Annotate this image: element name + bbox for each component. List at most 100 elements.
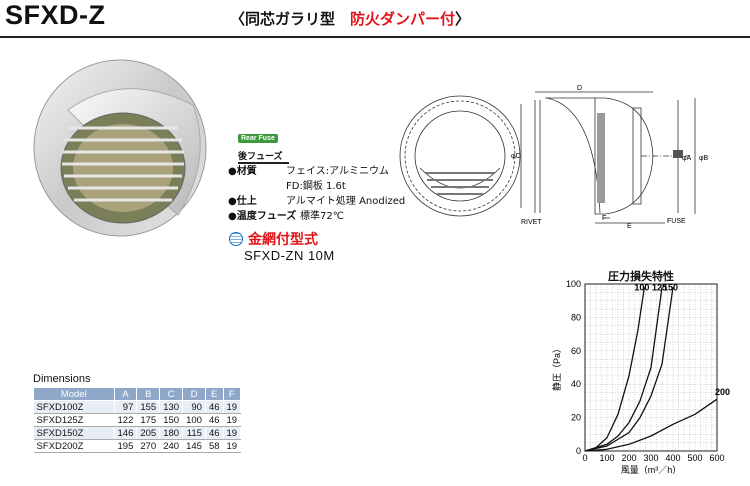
label-D: D xyxy=(577,85,582,92)
table-cell: SFXD100Z xyxy=(33,400,115,414)
table-cell: 205 xyxy=(136,426,161,440)
spec-row: ●仕上 アルマイト処理 Anodized xyxy=(228,194,405,209)
x-tick-label: 500 xyxy=(687,453,702,463)
table-cell: 270 xyxy=(136,439,161,453)
product-photo xyxy=(33,59,207,237)
spec-label: ●材質 xyxy=(228,166,257,177)
column-header: B xyxy=(136,387,161,401)
series-label-125: 125 xyxy=(652,282,667,292)
spec-value: フェイス:アルミニウム xyxy=(286,166,389,177)
spec-row: FD:鋼板 1.6t xyxy=(228,179,405,194)
spec-row: ●温度フューズ標準72℃ xyxy=(228,209,405,224)
label-C: φC xyxy=(511,153,521,160)
model-title: SFXD-Z xyxy=(5,0,106,30)
spec-row: ●材質 フェイス:アルミニウム xyxy=(228,164,405,179)
table-header-row: Model A B C D E F xyxy=(33,387,242,401)
spec-label: ●温度フューズ xyxy=(228,211,297,222)
column-header: D xyxy=(182,387,206,401)
badge-line2: 後フューズ xyxy=(238,149,289,164)
table-cell: 97 xyxy=(114,400,138,414)
technical-drawing: D φC φA φB F E RIVET FUSE xyxy=(399,85,709,230)
mesh-option-part-number: SFXD-ZN 10M xyxy=(244,248,335,263)
column-header: Model xyxy=(33,387,115,401)
series-line-150 xyxy=(584,287,674,452)
y-tick-label: 0 xyxy=(576,446,581,456)
subtitle-fire-damper: 防火ダンパー付 xyxy=(350,10,456,28)
label-A: φA xyxy=(682,155,692,162)
label-rivet: RIVET xyxy=(521,219,542,226)
table-cell: 19 xyxy=(223,426,242,440)
plot-frame xyxy=(584,283,718,452)
y-tick-label: 20 xyxy=(571,413,581,423)
y-tick-label: 100 xyxy=(566,280,581,289)
table-cell: 100 xyxy=(182,413,206,427)
series-line-200 xyxy=(584,398,718,452)
series-line-125 xyxy=(584,287,663,452)
table-cell: 90 xyxy=(182,400,206,414)
column-header: F xyxy=(222,387,242,401)
dimensions-title: Dimensions xyxy=(33,373,91,385)
series-line-100 xyxy=(584,287,646,452)
spec-label: ●仕上 xyxy=(228,196,257,207)
subtitle-prefix: 〈同芯ガラリ型 xyxy=(230,10,351,28)
label-F: F xyxy=(602,215,606,222)
subtitle-suffix: 〉 xyxy=(455,10,471,28)
table-cell: 122 xyxy=(114,413,138,427)
table-cell: SFXD150Z xyxy=(33,426,115,440)
spec-value: FD:鋼板 1.6t xyxy=(286,181,346,192)
spec-value: アルマイト処理 Anodized xyxy=(286,196,406,207)
table-cell: 19 xyxy=(223,413,242,427)
x-axis-label: 風量（m³／h） xyxy=(621,465,682,475)
column-header: E xyxy=(204,387,224,401)
label-fuse: FUSE xyxy=(667,218,686,225)
table-cell: 240 xyxy=(159,439,184,453)
title-divider xyxy=(0,36,750,38)
x-tick-label: 0 xyxy=(582,453,587,463)
spec-label xyxy=(228,179,286,194)
product-subtitle: 〈同芯ガラリ型 防火ダンパー付〉 xyxy=(230,8,470,29)
x-tick-label: 100 xyxy=(599,453,614,463)
rear-fuse-badge: Rear Fuse 後フューズ xyxy=(238,125,296,164)
mesh-option-title: 金網付型式 xyxy=(229,229,318,249)
table-cell: 46 xyxy=(205,413,224,427)
chart-title: 圧力損失特性 xyxy=(608,270,674,283)
spec-list: ●材質 フェイス:アルミニウム FD:鋼板 1.6t ●仕上 アルマイト処理 Ano… xyxy=(228,164,405,224)
table-cell: 145 xyxy=(182,439,206,453)
y-tick-label: 60 xyxy=(571,346,581,356)
table-cell: SFXD200Z xyxy=(33,439,115,453)
label-E: E xyxy=(627,223,632,230)
table-cell: 115 xyxy=(182,426,206,440)
table-cell: SFXD125Z xyxy=(33,413,115,427)
table-cell: 46 xyxy=(205,426,224,440)
series-label-100: 100 xyxy=(634,282,649,292)
series-label-200: 200 xyxy=(715,387,730,397)
y-tick-label: 40 xyxy=(571,379,581,389)
globe-icon xyxy=(229,232,243,246)
x-tick-label: 300 xyxy=(643,453,658,463)
x-tick-label: 600 xyxy=(709,453,724,463)
column-header: C xyxy=(159,387,184,401)
table-cell: 150 xyxy=(159,413,184,427)
table-cell: 195 xyxy=(114,439,138,453)
spec-value: 標準72℃ xyxy=(300,211,344,222)
table-cell: 180 xyxy=(159,426,184,440)
table-cell: 58 xyxy=(205,439,224,453)
badge-line1: Rear Fuse xyxy=(238,134,278,143)
table-cell: 175 xyxy=(136,413,161,427)
x-tick-label: 200 xyxy=(621,453,636,463)
table-cell: 155 xyxy=(136,400,161,414)
y-tick-label: 80 xyxy=(571,312,581,322)
y-axis-label: 静圧（Pa） xyxy=(551,344,562,391)
column-header: A xyxy=(113,387,138,401)
series-label-150: 150 xyxy=(663,282,678,292)
table-cell: 146 xyxy=(114,426,138,440)
mesh-option-label: 金網付型式 xyxy=(248,232,318,248)
table-cell: 19 xyxy=(223,400,242,414)
table-cell: 46 xyxy=(205,400,224,414)
